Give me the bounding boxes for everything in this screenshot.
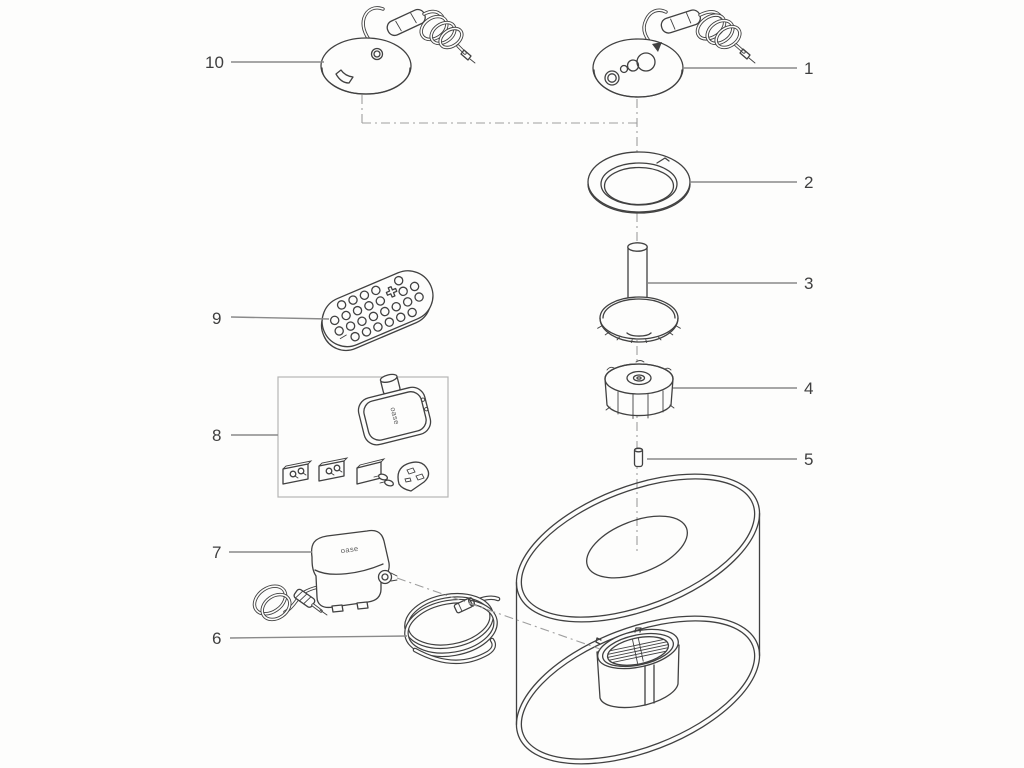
leader-line-9 bbox=[230, 316, 330, 320]
plug-adapter-euro bbox=[356, 458, 395, 487]
part4-hub-pin bbox=[636, 376, 642, 380]
vessel-top-rim-outer bbox=[515, 473, 761, 623]
cup-rim-tab-left bbox=[595, 637, 602, 645]
remote-buttons bbox=[329, 275, 424, 342]
part-10-disc-with-cable bbox=[320, 6, 476, 95]
part-4-rotor bbox=[604, 360, 675, 419]
part1-cable-coil bbox=[695, 13, 742, 50]
pump-outlet-outer bbox=[377, 569, 393, 585]
part4-hub-inner bbox=[632, 374, 646, 382]
plug-adapter-1 bbox=[282, 460, 313, 485]
part2-clip bbox=[656, 157, 670, 164]
pump-cord-loop bbox=[252, 584, 292, 622]
plug-adapter-uk bbox=[397, 461, 430, 492]
part4-blade-edges bbox=[605, 360, 675, 419]
cup-grate-slots bbox=[607, 637, 669, 664]
accessory-box bbox=[277, 376, 449, 498]
hose-tail-lower-core bbox=[413, 638, 495, 663]
psu-barrel-top bbox=[379, 373, 398, 383]
part-label-5: 5 bbox=[804, 450, 814, 469]
part-label-4: 4 bbox=[804, 379, 814, 398]
part2-inner-edge bbox=[603, 166, 675, 206]
part-2-ring bbox=[587, 151, 691, 214]
plug-adapter-2 bbox=[318, 457, 349, 482]
psu-led-1 bbox=[420, 397, 426, 402]
vessel-top-rim-inner bbox=[520, 478, 756, 618]
leader-line-6 bbox=[229, 635, 408, 639]
main-body-vessel bbox=[515, 473, 761, 765]
part2-outer bbox=[587, 151, 691, 213]
vessel-top-opening bbox=[586, 515, 688, 579]
part10-plug-tip bbox=[469, 58, 476, 64]
part1-nozzle-mid bbox=[626, 59, 640, 72]
pump-brand-text: oase bbox=[340, 544, 359, 555]
part-8-power-adapter-set: oase bbox=[277, 373, 449, 498]
diagonal-centerline bbox=[396, 577, 601, 650]
part10-cable-coil bbox=[419, 14, 464, 50]
pump-body bbox=[310, 529, 390, 609]
pump-outlet-stub bbox=[390, 572, 398, 582]
part1-hole-outer bbox=[604, 70, 620, 86]
part-6-hose bbox=[404, 592, 501, 665]
pump-foot-left bbox=[331, 604, 344, 613]
part1-disc-rim bbox=[593, 69, 683, 98]
part3-base-scallops bbox=[597, 325, 681, 344]
cup-rim-tab-top bbox=[634, 627, 642, 633]
psu-face bbox=[363, 391, 427, 441]
part-9-remote-control bbox=[320, 270, 434, 352]
part10-plug bbox=[460, 49, 472, 61]
part-label-1: 1 bbox=[804, 59, 814, 78]
part3-tube-top bbox=[627, 242, 648, 252]
part4-hub-outer bbox=[626, 370, 652, 386]
part1-nozzle-small bbox=[619, 64, 629, 74]
part10-disc-rim bbox=[321, 67, 411, 95]
part4-top-rim bbox=[604, 363, 674, 395]
part10-boss-outer bbox=[370, 47, 384, 61]
part3-base-bowl bbox=[599, 296, 679, 340]
psu-brand-text: oase bbox=[388, 406, 401, 426]
part3-base-inner bbox=[602, 298, 676, 319]
part3-base-bottom bbox=[599, 317, 679, 343]
part1-plug bbox=[739, 48, 751, 60]
part-label-10: 10 bbox=[205, 53, 224, 72]
part1-hole-inner bbox=[607, 73, 617, 83]
remote-plus-button bbox=[385, 286, 398, 298]
part10-plug-lead-core bbox=[457, 45, 466, 54]
remote-logo-mark bbox=[339, 334, 347, 340]
part-3-stem-base bbox=[597, 242, 681, 344]
part-label-7: 7 bbox=[212, 543, 222, 562]
pump-seat-cup bbox=[595, 627, 680, 709]
pump-top-edge bbox=[314, 563, 384, 575]
part2-outer-rim bbox=[587, 183, 691, 214]
part-1-disc-with-cable bbox=[592, 8, 756, 98]
part-label-8: 8 bbox=[212, 426, 222, 445]
part10-cable2-core bbox=[423, 10, 443, 17]
part-5-pin bbox=[633, 447, 644, 468]
pump-jack-tip bbox=[319, 609, 328, 616]
vessel-bottom-rim-outer bbox=[515, 615, 761, 765]
hose-fitting bbox=[453, 597, 476, 614]
leader-lines bbox=[229, 61, 797, 639]
centerlines bbox=[361, 95, 638, 552]
part10-boss-inner bbox=[373, 50, 381, 58]
part10-notch bbox=[335, 69, 354, 84]
part-label-6: 6 bbox=[212, 629, 222, 648]
cup-rim-inner bbox=[601, 632, 675, 668]
pump-outlet-inner bbox=[381, 573, 389, 581]
part1-cable-arrowhead bbox=[652, 42, 662, 52]
part3-base-hub bbox=[626, 332, 652, 337]
part3-tube-fill bbox=[628, 247, 647, 305]
remote-body bbox=[321, 270, 434, 348]
part-label-2: 2 bbox=[804, 173, 814, 192]
part1-plug-tip bbox=[748, 57, 756, 64]
part5-top bbox=[633, 447, 644, 453]
part1-plug-lead-core bbox=[735, 44, 745, 53]
part-label-9: 9 bbox=[212, 309, 222, 328]
pump-foot-right bbox=[356, 601, 369, 610]
power-supply-unit: oase bbox=[357, 373, 432, 446]
part-7-air-pump: oase bbox=[252, 529, 398, 622]
part-label-3: 3 bbox=[804, 274, 814, 293]
psu-led-2 bbox=[424, 407, 429, 412]
